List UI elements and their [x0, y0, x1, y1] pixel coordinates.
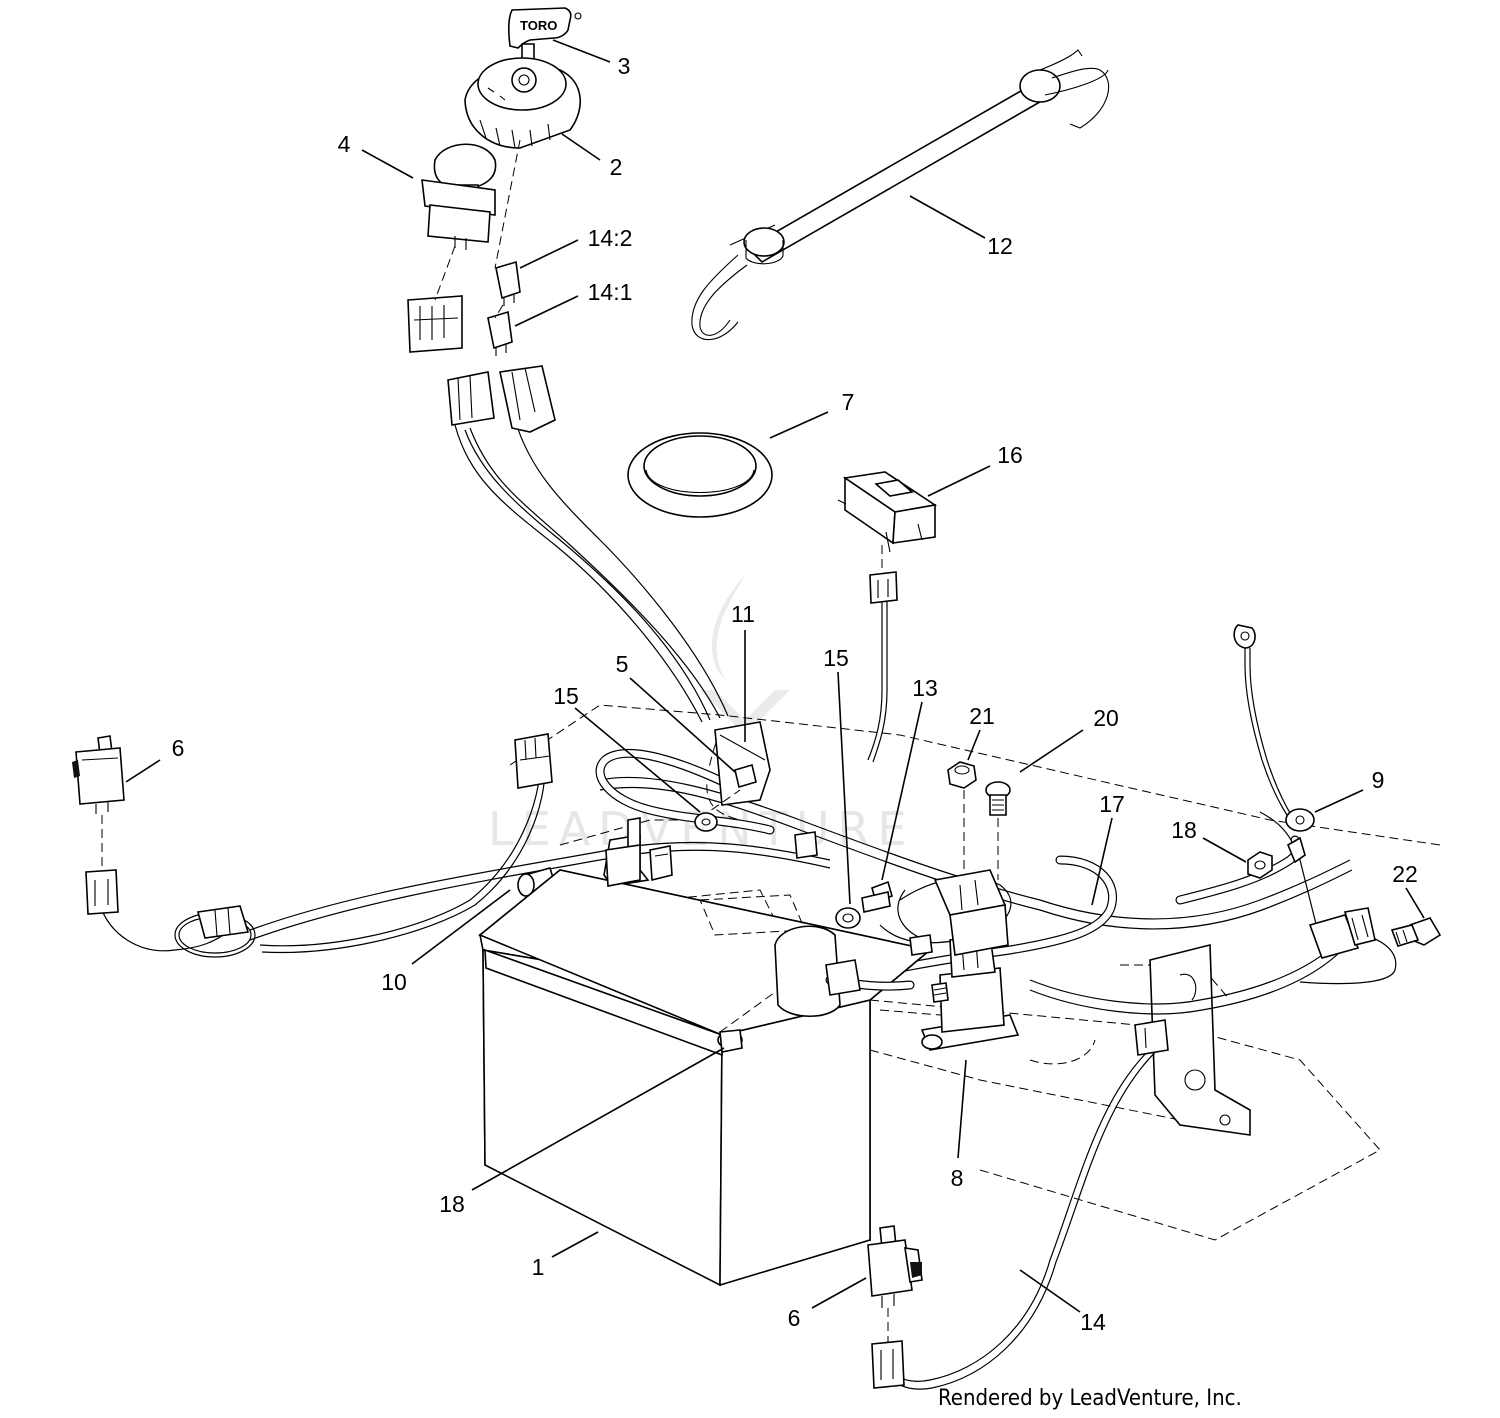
leader-lines	[125, 39, 1425, 1313]
seat-switch-lower	[867, 1225, 923, 1389]
callout-15-right: 15	[823, 645, 849, 671]
callout-18-left: 18	[439, 1191, 465, 1217]
pto-switch	[421, 143, 497, 250]
harness-clip-left	[196, 905, 250, 939]
harness-clip-middle	[794, 831, 818, 859]
callout-12: 12	[987, 233, 1013, 259]
washer-15-left	[694, 812, 718, 832]
callout-14-1: 14:1	[588, 279, 633, 305]
wiring-harness	[99, 419, 1397, 1390]
rubber-cap	[627, 432, 773, 518]
render-credit: Rendered by LeadVenture, Inc.	[938, 1386, 1242, 1411]
callout-2: 2	[610, 154, 623, 180]
watermark: LEADVENTURE	[488, 575, 915, 856]
fuse-block	[909, 869, 1009, 956]
callout-6-upper: 6	[172, 735, 185, 761]
bolt-20	[985, 781, 1011, 880]
starter-solenoid	[920, 934, 1020, 1051]
callout-6-lower: 6	[788, 1305, 801, 1331]
connector-right	[1308, 907, 1376, 959]
hour-meter	[837, 471, 938, 604]
callouts: 3 2 4 12 14:2 14:1 7 16 11 5 15 15 13 21…	[172, 53, 1418, 1335]
callout-17: 17	[1099, 791, 1125, 817]
callout-10: 10	[381, 969, 407, 995]
callout-15-left: 15	[553, 683, 579, 709]
dash-connectors	[407, 139, 556, 433]
nut-18-right	[1247, 851, 1273, 879]
callout-16: 16	[997, 442, 1023, 468]
positive-cable	[825, 959, 915, 996]
callout-8: 8	[951, 1165, 964, 1191]
support-rod	[691, 49, 1110, 341]
callout-4: 4	[338, 131, 351, 157]
fuse-14-1	[487, 310, 513, 356]
callout-5: 5	[616, 651, 629, 677]
frame-bracket	[1149, 943, 1251, 1136]
harness-connector-stalk	[514, 733, 553, 789]
svg-text:TORO: TORO	[520, 18, 557, 33]
battery	[478, 844, 932, 1287]
callout-3: 3	[618, 53, 631, 79]
seat-switch-upper	[72, 735, 125, 915]
ground-cable	[1233, 624, 1315, 864]
callout-14-2: 14:2	[588, 225, 633, 251]
nut-21	[947, 761, 977, 870]
callout-11: 11	[731, 601, 755, 627]
fuse-14-2	[495, 260, 521, 306]
callout-21: 21	[969, 703, 995, 729]
harness-clip-right	[1134, 1019, 1169, 1056]
callout-13: 13	[912, 675, 938, 701]
svg-text:LEADVENTURE: LEADVENTURE	[488, 802, 915, 856]
bolt-22	[1390, 917, 1442, 947]
callout-7: 7	[842, 389, 855, 415]
callout-20: 20	[1093, 705, 1119, 731]
callout-18-right: 18	[1171, 817, 1197, 843]
callout-9: 9	[1372, 767, 1385, 793]
harness-bracket	[714, 721, 771, 806]
ignition-key: TORO	[507, 7, 582, 67]
callout-14: 14	[1080, 1309, 1106, 1335]
callout-1: 1	[532, 1254, 545, 1280]
washer-15-right	[835, 907, 861, 929]
callout-22: 22	[1392, 861, 1418, 887]
ignition-switch	[464, 57, 582, 149]
bolt-13	[861, 880, 893, 913]
